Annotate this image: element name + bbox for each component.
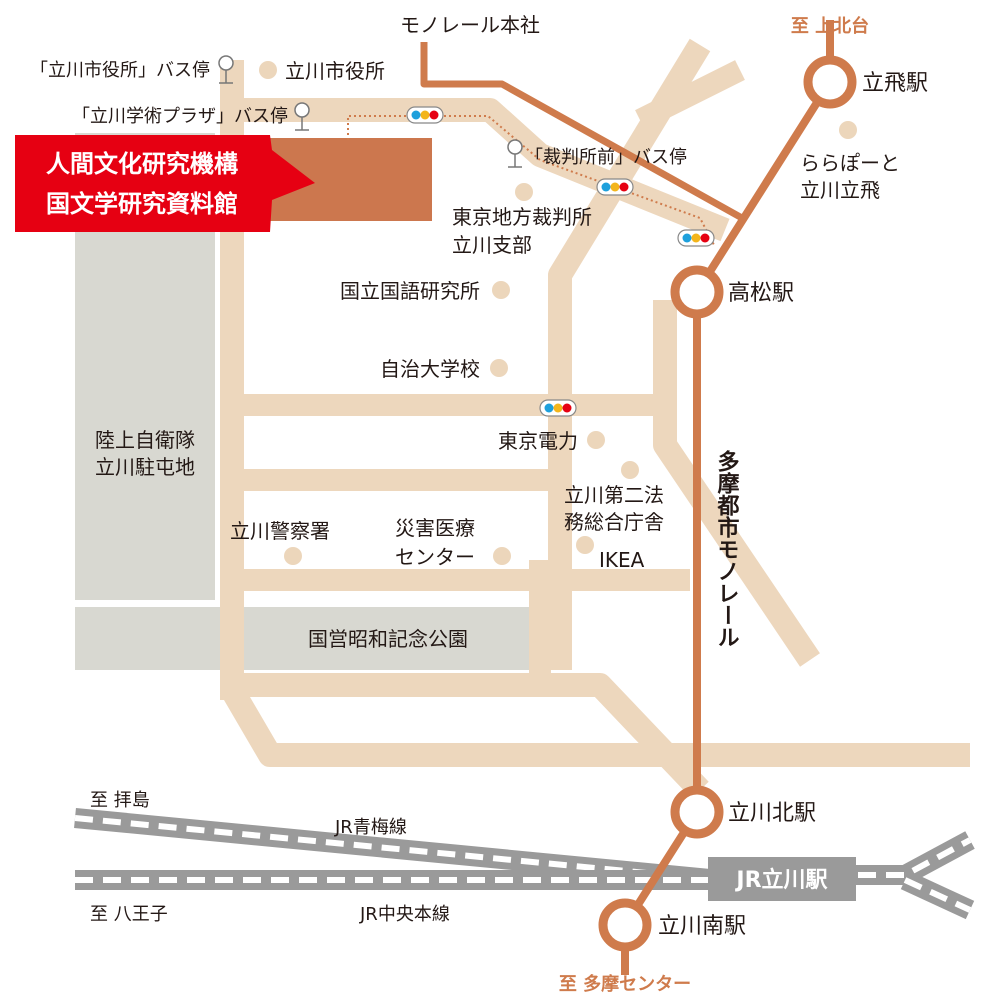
bus-stop-court-front-label: 「裁判所前」バス停 <box>525 147 687 168</box>
takamatsu-station-icon <box>670 265 724 319</box>
tachikawa-minami-station-icon <box>598 898 652 952</box>
walking-route <box>347 115 715 246</box>
poi-dot-icon <box>492 281 510 299</box>
tachihi-station-label: 立飛駅 <box>862 71 928 96</box>
jichi-label: 自治大学校 <box>380 357 480 381</box>
poi-dot-icon <box>839 121 857 139</box>
ome-line-label: JR青梅線 <box>334 817 407 838</box>
park-area <box>75 607 540 670</box>
police-label: 立川警察署 <box>230 519 330 543</box>
tachikawa-kita-station-label: 立川北駅 <box>728 801 816 826</box>
bus-stop-city-office-label: 「立川市役所」バス停 <box>30 60 210 81</box>
tachihi-station-icon <box>803 55 857 109</box>
disaster-label-line-1: 災害医療 <box>395 516 475 540</box>
poi-dot-icon <box>490 359 508 377</box>
disaster-label-line-2: センター <box>395 545 475 569</box>
tepco-label: 東京電力 <box>498 429 578 453</box>
tachikawa-minami-station-label: 立川南駅 <box>658 914 746 939</box>
poi-dot-icon <box>493 547 511 565</box>
direction-tama-center: 至 多摩センター <box>559 973 691 995</box>
traffic-signal-icon <box>596 178 634 196</box>
callout-line-2: 国文学研究資料館 <box>46 190 238 218</box>
poi-dot-icon <box>576 536 594 554</box>
bus-stop-icon <box>507 139 523 168</box>
direction-kamikitadai: 至 上北台 <box>791 15 869 37</box>
bus-stop-academic-plaza-label: 「立川学術プラザ」バス停 <box>72 106 288 127</box>
jsdf-label-line-2: 立川駐屯地 <box>95 455 195 479</box>
poi-dot-icon <box>515 183 533 201</box>
legal-label-line-2: 務総合庁舎 <box>564 510 664 534</box>
museum-callout <box>15 135 315 232</box>
court-label-line-1: 東京地方裁判所 <box>452 205 592 229</box>
poi-dot-icon <box>587 431 605 449</box>
poi-dot-icon <box>259 61 277 79</box>
city-office-label: 立川市役所 <box>285 59 385 83</box>
ninjal-label: 国立国語研究所 <box>340 279 480 303</box>
traffic-signal-icon <box>539 399 577 417</box>
ikea-label: IKEA <box>599 548 645 572</box>
poi-dot-icon <box>621 461 639 479</box>
jr-tachikawa-station-block <box>708 857 856 901</box>
tachikawa-kita-station-icon <box>670 785 724 839</box>
monorail-hq-label: モノレール本社 <box>400 13 540 37</box>
traffic-signal-icon <box>677 229 715 247</box>
direction-hachioji: 至 八王子 <box>90 904 168 925</box>
park-label: 国営昭和記念公園 <box>308 627 468 651</box>
lalaport-label-line-2: 立川立飛 <box>800 178 880 202</box>
jsdf-label-line-1: 陸上自衛隊 <box>95 428 195 452</box>
lalaport-label-line-1: ららぽーと <box>800 151 900 175</box>
direction-haijima: 至 拝島 <box>90 790 150 811</box>
monorail-depot-line <box>420 42 744 222</box>
callout-line-1: 人間文化研究機構 <box>46 150 238 178</box>
poi-dots <box>259 61 857 565</box>
monorail-stations <box>598 55 857 952</box>
legal-label-line-1: 立川第二法 <box>564 483 664 507</box>
monorail-line-label: 多摩都市モノレール <box>714 449 741 648</box>
traffic-signal-icon <box>406 106 444 124</box>
chuo-line-label: JR中央本線 <box>359 904 450 925</box>
bus-stop-icon <box>218 55 234 84</box>
bus-stop-icon <box>294 102 310 131</box>
takamatsu-station-label: 高松駅 <box>728 281 794 306</box>
jr-tachikawa-station-label: JR立川駅 <box>734 867 827 893</box>
court-label-line-2: 立川支部 <box>452 233 532 257</box>
poi-dot-icon <box>284 547 302 565</box>
jr-rail-lines <box>74 808 975 920</box>
